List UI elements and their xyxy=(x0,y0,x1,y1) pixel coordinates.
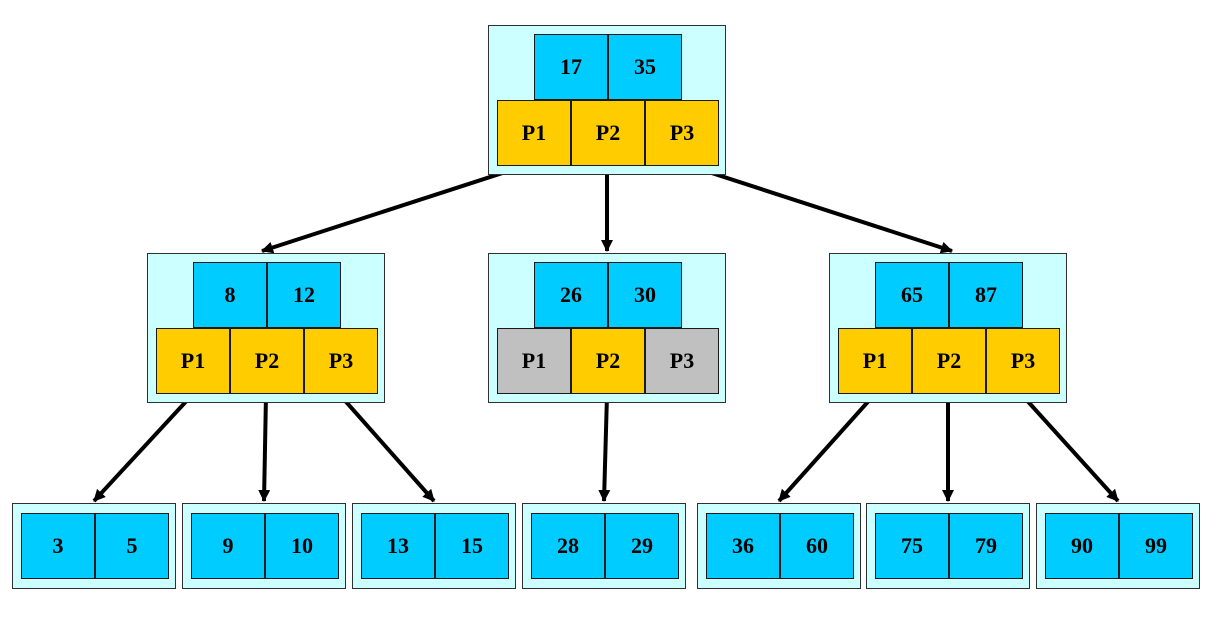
pointer-arrow xyxy=(777,393,876,503)
pointer-cell: P2 xyxy=(230,328,304,394)
key-cell: 28 xyxy=(531,513,605,579)
key-cell: 75 xyxy=(875,513,949,579)
pointer-arrow xyxy=(258,394,271,502)
key-cell: 35 xyxy=(608,34,682,100)
key-cell: 99 xyxy=(1119,513,1193,579)
key-cell: 87 xyxy=(949,262,1023,328)
key-cell: 12 xyxy=(267,262,341,328)
key-cell: 29 xyxy=(605,513,679,579)
pointer-cell: P3 xyxy=(304,328,378,394)
pointer-cell: P2 xyxy=(571,328,645,394)
key-cell: 79 xyxy=(949,513,1023,579)
key-cell: 17 xyxy=(534,34,608,100)
pointer-arrow xyxy=(1020,393,1120,503)
pointer-cell: P2 xyxy=(912,328,986,394)
key-cell: 30 xyxy=(608,262,682,328)
pointer-cell: P1 xyxy=(156,328,230,394)
key-cell: 13 xyxy=(361,513,435,579)
pointer-cell: P1 xyxy=(497,100,571,166)
key-cell: 90 xyxy=(1045,513,1119,579)
key-cell: 9 xyxy=(191,513,265,579)
pointer-arrow xyxy=(261,163,528,254)
pointer-arrow xyxy=(338,393,436,503)
pointer-cell: P3 xyxy=(645,328,719,394)
key-cell: 5 xyxy=(95,513,169,579)
key-cell: 65 xyxy=(875,262,949,328)
pointer-cell: P3 xyxy=(986,328,1060,394)
pointer-cell: P1 xyxy=(497,328,571,394)
key-cell: 26 xyxy=(534,262,608,328)
key-cell: 15 xyxy=(435,513,509,579)
key-cell: 60 xyxy=(780,513,854,579)
pointer-arrow xyxy=(598,394,611,502)
pointer-arrow xyxy=(92,393,194,503)
key-cell: 36 xyxy=(706,513,780,579)
pointer-cell: P1 xyxy=(838,328,912,394)
key-cell: 3 xyxy=(21,513,95,579)
key-cell: 8 xyxy=(193,262,267,328)
key-cell: 10 xyxy=(265,513,339,579)
pointer-cell: P3 xyxy=(645,100,719,166)
pointer-arrow xyxy=(686,163,953,254)
pointer-cell: P2 xyxy=(571,100,645,166)
